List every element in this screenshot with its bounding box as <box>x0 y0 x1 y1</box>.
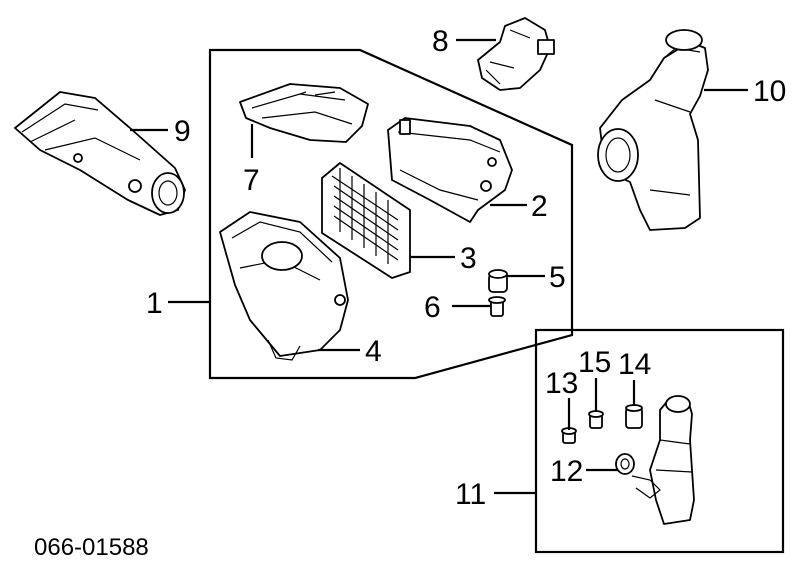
part-10-intake-hose <box>597 29 709 231</box>
callout-11: 11 <box>455 478 486 511</box>
callout-12: 12 <box>550 455 583 488</box>
part-14-grommet <box>625 404 643 429</box>
part-4-lower-housing <box>219 211 349 361</box>
callout-3: 3 <box>460 242 477 275</box>
subassembly-box-11 <box>534 328 785 554</box>
callout-7: 7 <box>243 164 260 197</box>
part-11-resonator-chamber <box>631 395 695 525</box>
callout-9: 9 <box>174 115 191 148</box>
callout-4: 4 <box>365 335 382 368</box>
callout-5: 5 <box>549 261 566 294</box>
part-9-resonator <box>14 91 186 216</box>
callout-13: 13 <box>545 367 578 400</box>
part-5-grommet <box>488 269 508 293</box>
part-15-collar <box>588 410 604 429</box>
part-8-airflow-meter <box>477 17 555 91</box>
callout-2: 2 <box>531 190 548 223</box>
part-6-collar <box>488 296 506 317</box>
callout-1: 1 <box>146 287 163 320</box>
part-12-clamp <box>615 453 635 475</box>
part-2-upper-housing <box>387 117 513 223</box>
callout-10: 10 <box>753 75 786 108</box>
diagram-code: 066-01588 <box>34 534 149 561</box>
part-3-filter-element <box>321 162 411 279</box>
assembly-outline-1 <box>208 48 574 380</box>
part-13-bolt <box>561 427 577 444</box>
callout-15: 15 <box>578 346 611 379</box>
callout-14: 14 <box>618 348 651 381</box>
callout-6: 6 <box>424 291 441 324</box>
part-7-intake-tube <box>239 83 369 143</box>
callout-8: 8 <box>432 25 449 58</box>
